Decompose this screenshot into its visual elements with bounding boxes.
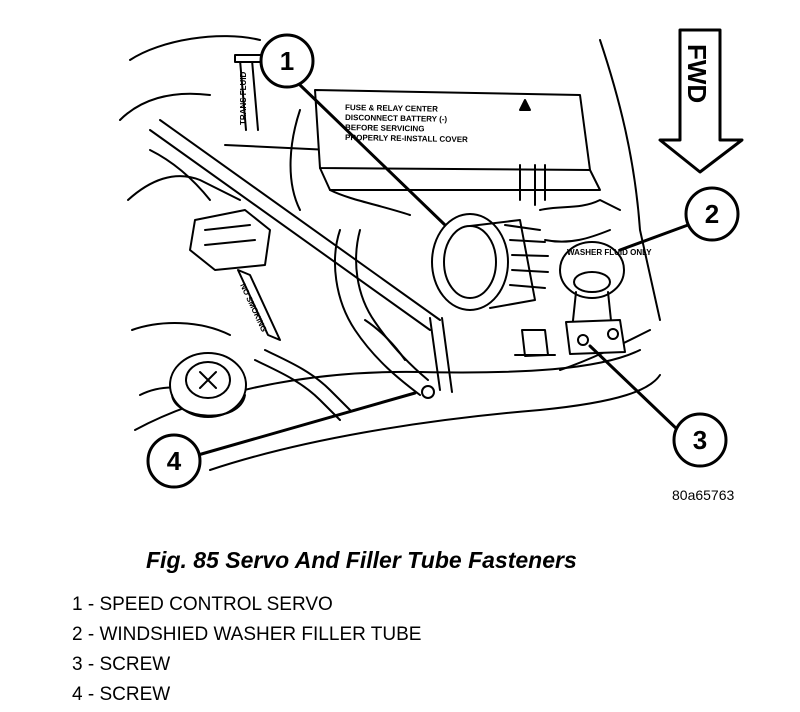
screw-4: [421, 385, 435, 399]
fwd-label: FWD: [682, 44, 712, 103]
callout-1: 1: [259, 33, 315, 89]
fuse-box-label-1: FUSE & RELAY CENTER: [345, 103, 438, 114]
dipstick-tube: TRANS FLUID: [234, 54, 263, 131]
screw-3: [577, 334, 589, 346]
fuse-relay-center: FUSE & RELAY CENTER DISCONNECT BATTERY (…: [314, 89, 601, 206]
fuse-box-label-3: BEFORE SERVICING: [345, 123, 425, 133]
figure-caption: Fig. 85 Servo And Filler Tube Fasteners: [146, 547, 577, 573]
callout-4: 4: [146, 433, 202, 489]
callout-3-label: 3: [693, 425, 707, 455]
figure-id: 80a65763: [672, 487, 735, 503]
bracket: [189, 209, 271, 271]
legend-item: 4 - SCREW: [72, 684, 171, 705]
dipstick-label: TRANS FLUID: [239, 71, 248, 125]
forward-arrow: FWD: [658, 28, 744, 174]
fuse-box-label-4: PROPERLY RE-INSTALL COVER: [345, 133, 468, 144]
fuse-box-label-2: DISCONNECT BATTERY (-): [345, 113, 448, 124]
speed-control-servo: [431, 199, 621, 311]
washer-filler-tube: WASHER FLUID ONLY: [559, 241, 652, 355]
engine-bay-illustration: FUSE & RELAY CENTER DISCONNECT BATTERY (…: [119, 28, 744, 489]
leader-lines: [196, 83, 690, 457]
callout-2-label: 2: [705, 199, 719, 229]
washer-cap-label: WASHER FLUID ONLY: [567, 248, 652, 257]
legend-item: 1 - SPEED CONTROL SERVO: [72, 594, 333, 615]
callout-2: 2: [684, 186, 740, 242]
callout-3: 3: [672, 412, 728, 468]
legend-list: 1 - SPEED CONTROL SERVO 2 - WINDSHIED WA…: [72, 590, 421, 710]
legend-item: 2 - WINDSHIED WASHER FILLER TUBE: [72, 624, 422, 645]
tubes-and-hoses: NO SMOKING: [149, 119, 453, 421]
reservoir-cap: [169, 352, 247, 418]
callout-4-label: 4: [167, 446, 182, 476]
legend-item: 3 - SCREW: [72, 654, 171, 675]
callout-1-label: 1: [280, 46, 294, 76]
center-bolt: [514, 329, 556, 357]
